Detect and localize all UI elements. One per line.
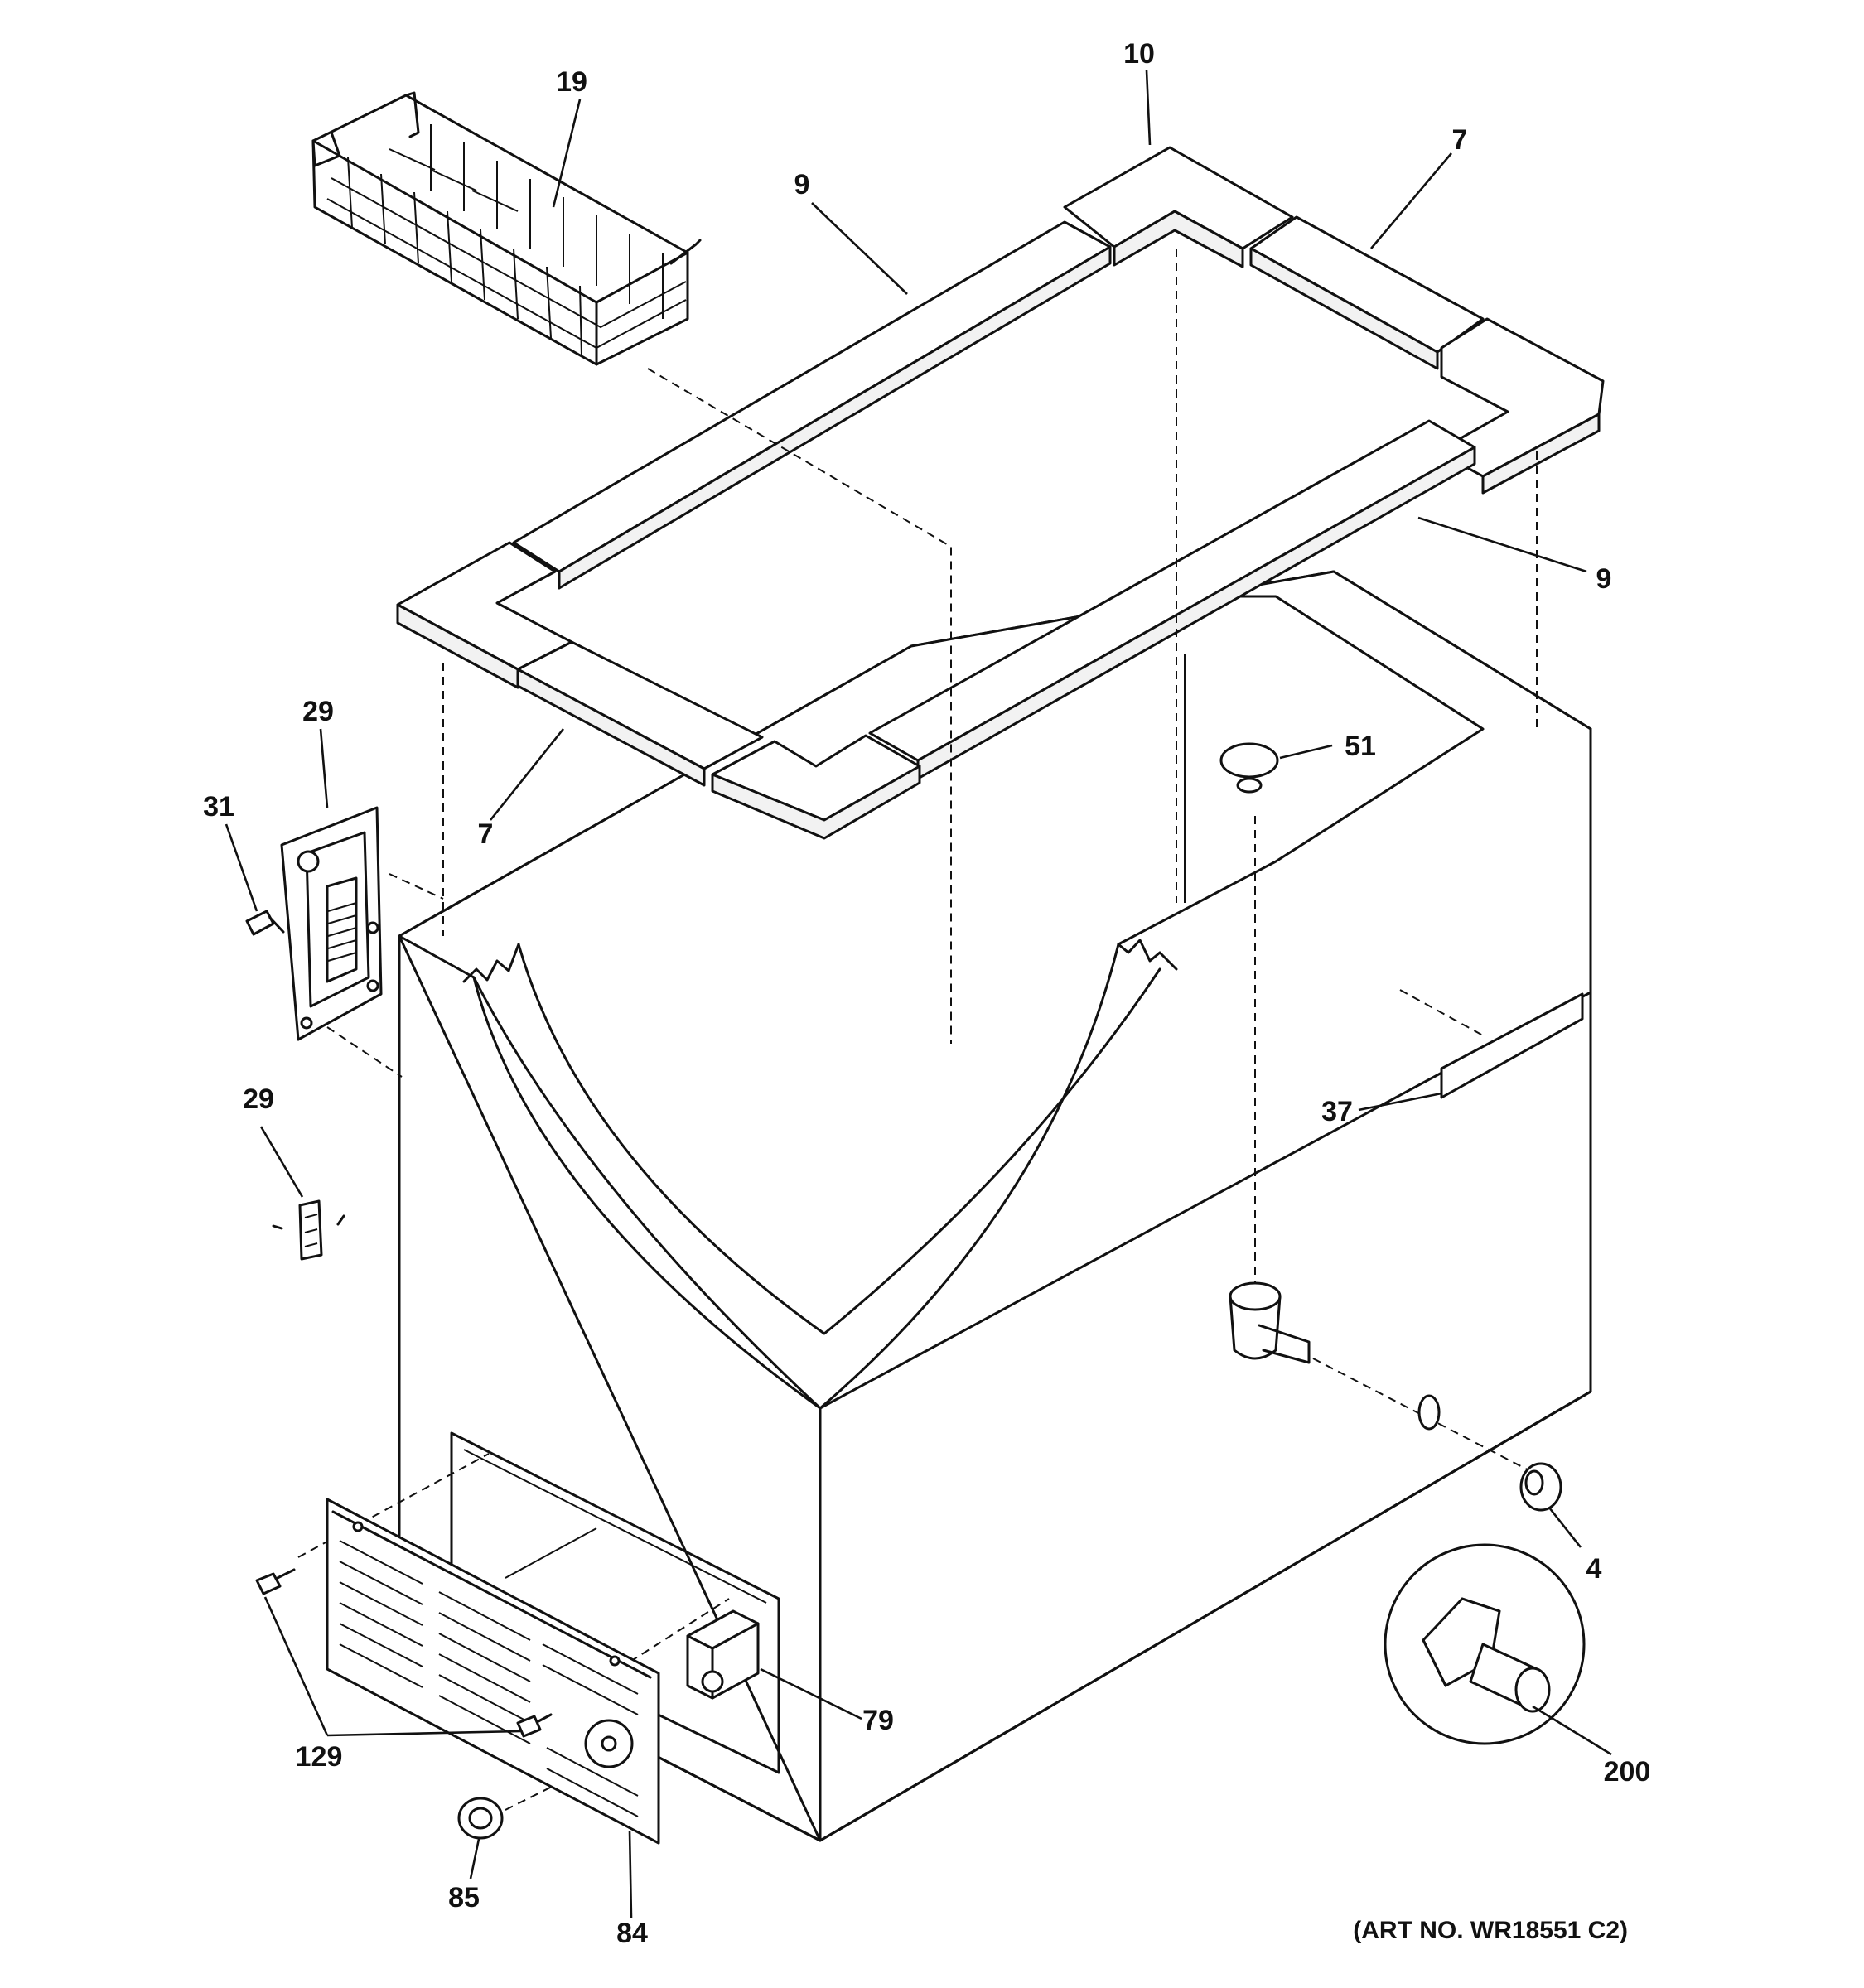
cabinet-outline bbox=[398, 727, 1592, 1842]
callout-19: 19 bbox=[556, 66, 587, 98]
callout-labels: 19 10 7 9 9 7 29 31 29 51 37 4 200 129 7… bbox=[203, 38, 1650, 1949]
nameplate bbox=[1440, 992, 1584, 1099]
drain-cap bbox=[1519, 1462, 1562, 1512]
callout-29-part: 29 bbox=[243, 1083, 274, 1115]
callout-10: 10 bbox=[1123, 38, 1155, 70]
callout-51: 51 bbox=[1345, 731, 1376, 762]
callout-37: 37 bbox=[1321, 1096, 1353, 1127]
callout-9-front: 9 bbox=[1596, 563, 1612, 595]
hinge bbox=[280, 806, 383, 1041]
callout-85: 85 bbox=[448, 1882, 480, 1913]
drain-fitting-detail bbox=[1384, 1543, 1586, 1745]
callout-84: 84 bbox=[616, 1918, 648, 1949]
control-knob bbox=[457, 1797, 504, 1840]
grille-screws bbox=[255, 1568, 553, 1738]
callout-29-hinge: 29 bbox=[302, 696, 334, 727]
callout-7-top: 7 bbox=[1452, 124, 1468, 156]
compressor-opening bbox=[450, 1431, 780, 1774]
leader-lines bbox=[225, 70, 1612, 1918]
grille bbox=[326, 1498, 660, 1845]
callout-4: 4 bbox=[1586, 1553, 1602, 1585]
cabinet-break-left bbox=[462, 943, 520, 983]
drain-tube bbox=[1229, 1281, 1441, 1431]
callout-31: 31 bbox=[203, 791, 234, 823]
callout-9-back: 9 bbox=[794, 169, 810, 200]
callout-200: 200 bbox=[1604, 1756, 1651, 1788]
cabinet-break-right bbox=[1117, 939, 1178, 971]
gasket-frame bbox=[396, 146, 1605, 840]
callout-79: 79 bbox=[862, 1705, 894, 1736]
callout-7-front: 7 bbox=[478, 818, 494, 850]
hinge-clip bbox=[272, 1199, 345, 1261]
callout-129: 129 bbox=[296, 1741, 343, 1773]
wire-basket bbox=[311, 91, 702, 366]
hinge-screw bbox=[245, 910, 285, 936]
gasket-strip-back-left bbox=[512, 220, 1112, 573]
temperature-control bbox=[686, 1609, 760, 1700]
cabinet-cutaway-curve-inner bbox=[517, 943, 1161, 1335]
drain-plug bbox=[1219, 742, 1279, 794]
compressor-inner bbox=[463, 1449, 767, 1604]
art-number: (ART NO. WR18551 C2) bbox=[1353, 1917, 1628, 1944]
